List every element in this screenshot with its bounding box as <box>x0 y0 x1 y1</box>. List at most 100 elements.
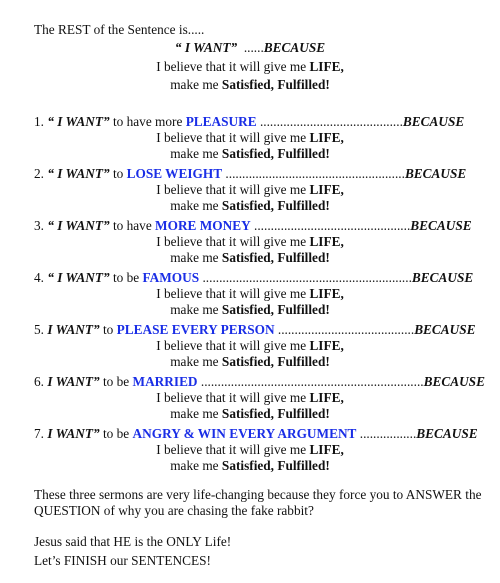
item-topic: FAMOUS <box>142 270 200 285</box>
item-topic: ANGRY & WIN EVERY ARGUMENT <box>132 426 357 441</box>
item-i-want: “ I WANT” <box>47 218 110 233</box>
item-because: BECAUSE <box>416 426 478 441</box>
item-6-believe: I believe that it will give me LIFE, <box>0 390 500 406</box>
intro-believe-text: I believe that it will give me <box>156 59 310 74</box>
intro-dots: ...... <box>237 40 264 55</box>
item-7-make: make me Satisfied, Fulfilled! <box>0 458 500 474</box>
item-1-believe: I believe that it will give me LIFE, <box>0 130 500 146</box>
intro-satisfied: Satisfied, Fulfilled! <box>221 77 330 92</box>
closing-paragraph-line-2: QUESTION of why you are chasing the fake… <box>34 503 314 518</box>
satisfied-text: Satisfied, Fulfilled! <box>221 406 330 421</box>
item-4-believe: I believe that it will give me LIFE, <box>0 286 500 302</box>
item-7-believe: I believe that it will give me LIFE, <box>0 442 500 458</box>
item-2-believe: I believe that it will give me LIFE, <box>0 182 500 198</box>
item-dots: ................. <box>356 426 417 441</box>
believe-text: I believe that it will give me <box>156 442 310 457</box>
satisfied-text: Satisfied, Fulfilled! <box>221 458 330 473</box>
intro-want-line: “ I WANT” ......BECAUSE <box>0 40 500 56</box>
list-item-1: 1. “ I WANT” to have more PLEASURE .....… <box>34 114 464 130</box>
item-i-want: “ I WANT” <box>47 166 110 181</box>
closing-paragraph-line-1: These three sermons are very life-changi… <box>34 487 482 502</box>
item-dots: ........................................… <box>274 322 415 337</box>
believe-text: I believe that it will give me <box>156 234 310 249</box>
item-topic: PLEASE EVERY PERSON <box>116 322 275 337</box>
believe-text: I believe that it will give me <box>156 130 310 145</box>
item-dots: ........................................… <box>222 166 405 181</box>
item-4-make: make me Satisfied, Fulfilled! <box>0 302 500 318</box>
make-text: make me <box>170 250 222 265</box>
intro-because: BECAUSE <box>263 40 326 55</box>
item-i-want: I WANT” <box>47 426 100 441</box>
closing-line-jesus: Jesus said that HE is the ONLY Life! <box>34 534 232 549</box>
item-mid: to have <box>109 218 156 233</box>
satisfied-text: Satisfied, Fulfilled! <box>221 198 330 213</box>
believe-text: I believe that it will give me <box>156 390 310 405</box>
list-item-2: 2. “ I WANT” to LOSE WEIGHT ............… <box>34 166 466 182</box>
item-mid: to be <box>99 426 133 441</box>
item-1-make: make me Satisfied, Fulfilled! <box>0 146 500 162</box>
life-text: LIFE, <box>309 390 344 405</box>
life-text: LIFE, <box>309 338 344 353</box>
intro-believe-line: I believe that it will give me LIFE, <box>0 59 500 75</box>
item-because: BECAUSE <box>410 218 472 233</box>
intro-life: LIFE, <box>309 59 344 74</box>
item-i-want: “ I WANT” <box>47 114 110 129</box>
item-2-make: make me Satisfied, Fulfilled! <box>0 198 500 214</box>
believe-text: I believe that it will give me <box>156 286 310 301</box>
closing-line-finish: Let’s FINISH our SENTENCES! <box>34 553 211 568</box>
item-because: BECAUSE <box>414 322 476 337</box>
make-text: make me <box>170 354 222 369</box>
item-mid: to <box>99 322 117 337</box>
item-number: 2. <box>34 166 44 181</box>
item-topic: MORE MONEY <box>155 218 251 233</box>
list-item-7: 7. I WANT” to be ANGRY & WIN EVERY ARGUM… <box>34 426 478 442</box>
make-text: make me <box>170 458 222 473</box>
item-topic: MARRIED <box>132 374 198 389</box>
item-because: BECAUSE <box>411 270 474 285</box>
satisfied-text: Satisfied, Fulfilled! <box>221 146 330 161</box>
make-text: make me <box>170 146 222 161</box>
list-item-4: 4. “ I WANT” to be FAMOUS ..............… <box>34 270 473 286</box>
list-item-3: 3. “ I WANT” to have MORE MONEY ........… <box>34 218 472 234</box>
item-6-make: make me Satisfied, Fulfilled! <box>0 406 500 422</box>
item-i-want: “ I WANT” <box>47 270 110 285</box>
item-dots: ........................................… <box>256 114 403 129</box>
item-3-make: make me Satisfied, Fulfilled! <box>0 250 500 266</box>
item-topic: PLEASURE <box>185 114 257 129</box>
life-text: LIFE, <box>309 182 344 197</box>
item-mid: to be <box>109 270 143 285</box>
item-because: BECAUSE <box>404 166 467 181</box>
item-number: 4. <box>34 270 44 285</box>
list-item-5: 5. I WANT” to PLEASE EVERY PERSON ......… <box>34 322 476 338</box>
life-text: LIFE, <box>309 130 344 145</box>
item-because: BECAUSE <box>423 374 485 389</box>
believe-text: I believe that it will give me <box>156 338 310 353</box>
life-text: LIFE, <box>309 234 344 249</box>
item-number: 1. <box>34 114 44 129</box>
list-item-6: 6. I WANT” to be MARRIED ...............… <box>34 374 485 390</box>
satisfied-text: Satisfied, Fulfilled! <box>221 302 330 317</box>
item-number: 3. <box>34 218 44 233</box>
item-mid: to <box>109 166 127 181</box>
item-5-make: make me Satisfied, Fulfilled! <box>0 354 500 370</box>
item-i-want: I WANT” <box>47 374 100 389</box>
item-mid: to have more <box>109 114 186 129</box>
make-text: make me <box>170 198 222 213</box>
item-number: 5. <box>34 322 44 337</box>
item-number: 7. <box>34 426 44 441</box>
item-number: 6. <box>34 374 44 389</box>
item-mid: to be <box>99 374 133 389</box>
item-because: BECAUSE <box>402 114 465 129</box>
item-dots: ........................................… <box>197 374 424 389</box>
intro-i-want: “ I WANT” <box>174 40 238 55</box>
intro-make-text: make me <box>170 77 222 92</box>
item-i-want: I WANT” <box>47 322 100 337</box>
item-topic: LOSE WEIGHT <box>126 166 223 181</box>
item-dots: ........................................… <box>250 218 411 233</box>
life-text: LIFE, <box>309 442 344 457</box>
intro-make-line: make me Satisfied, Fulfilled! <box>0 77 500 93</box>
make-text: make me <box>170 302 222 317</box>
make-text: make me <box>170 406 222 421</box>
document-title: The REST of the Sentence is..... <box>34 22 205 37</box>
